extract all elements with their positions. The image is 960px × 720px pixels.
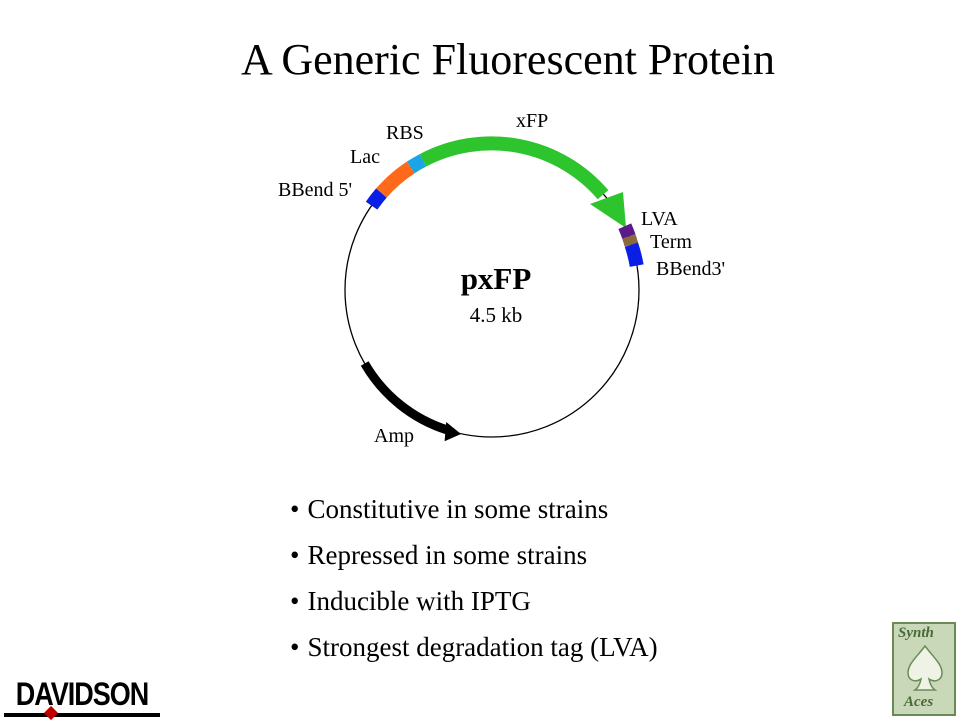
plasmid-size: 4.5 kb <box>470 303 523 327</box>
slide-title: A Generic Fluorescent Protein <box>241 35 775 84</box>
label-xfp: xFP <box>516 110 548 132</box>
lac-promoter-segment <box>376 161 415 198</box>
xfp-gene-arrow <box>419 136 626 228</box>
bullet-item: Constitutive in some strains <box>290 486 658 532</box>
synth-aces-logo: Synth Aces <box>892 622 956 716</box>
davidson-logo-text: DAVIDSON <box>15 676 150 712</box>
rbs-segment <box>406 154 427 174</box>
plasmid-name: pxFP <box>461 261 532 296</box>
term-segment <box>622 234 639 247</box>
label-term: Term <box>650 231 692 253</box>
bullet-list: Constitutive in some strains Repressed i… <box>290 486 658 670</box>
synth-logo-top-text: Synth <box>898 625 934 641</box>
label-lva: LVA <box>641 208 678 230</box>
label-amp: Amp <box>374 425 414 447</box>
plasmid-map: BBend 5' Lac RBS xFP LVA Term BBend3' Am… <box>278 110 725 447</box>
davidson-logo-bar <box>4 713 160 717</box>
lva-segment <box>618 223 636 239</box>
label-lac: Lac <box>350 146 380 168</box>
bbend3-segment <box>624 242 644 267</box>
label-rbs: RBS <box>386 122 424 144</box>
davidson-logo: DAVIDSON <box>4 676 160 720</box>
synth-logo-bottom-text: Aces <box>904 694 934 710</box>
label-bbend3: BBend3' <box>656 258 725 280</box>
bullet-item: Inducible with IPTG <box>290 578 658 624</box>
bbend5-segment <box>365 188 387 210</box>
amp-gene-arrow <box>360 361 461 442</box>
bullet-item: Repressed in some strains <box>290 532 658 578</box>
spade-icon <box>907 644 943 691</box>
bullet-item: Strongest degradation tag (LVA) <box>290 624 657 670</box>
label-bbend5: BBend 5' <box>278 179 352 201</box>
